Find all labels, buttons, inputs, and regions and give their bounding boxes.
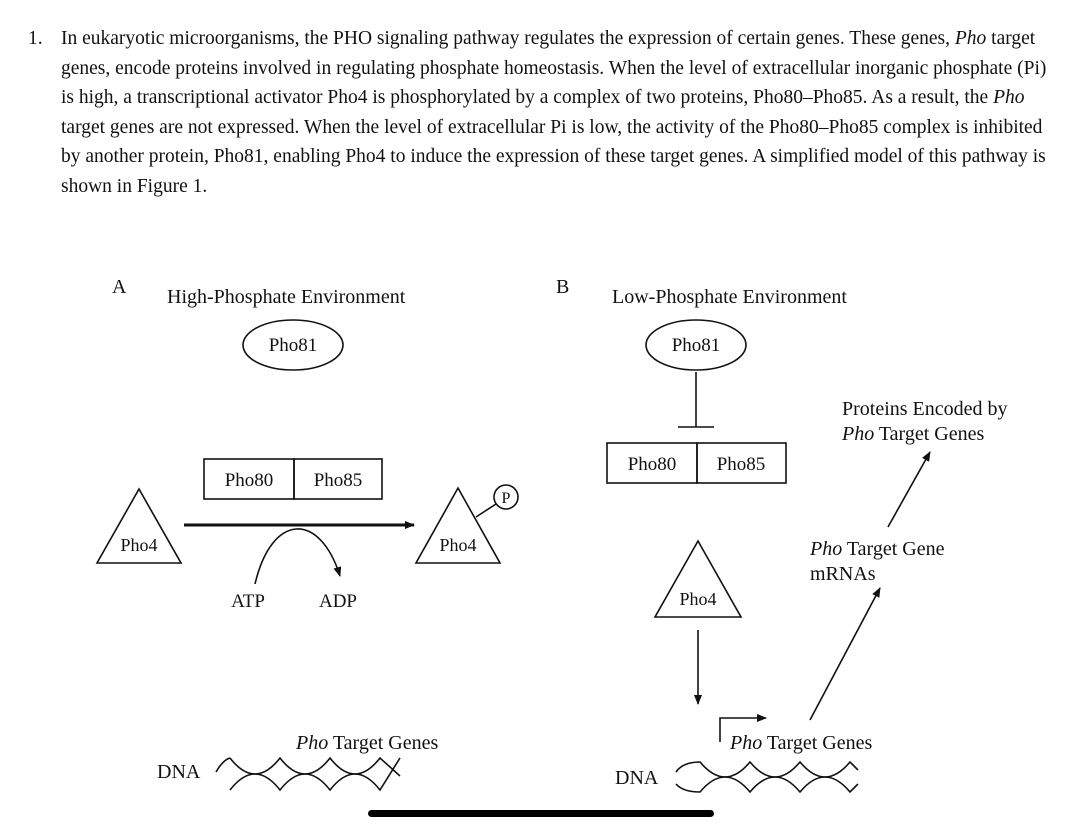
proteins-label-rest: Target Genes <box>874 423 984 445</box>
panel-b-title: Low-Phosphate Environment <box>612 286 847 308</box>
phosphate-circle <box>493 484 519 510</box>
genes-label-b-rest: Target Genes <box>762 732 872 754</box>
dna-strand-b-2 <box>675 776 859 794</box>
pho85-label-b: Pho85 <box>717 454 766 475</box>
pho81-ellipse-b <box>645 319 747 371</box>
genes-label-b: Pho Target Genes <box>729 732 872 754</box>
adp-label: ADP <box>319 591 357 612</box>
pho81-label-b: Pho81 <box>672 335 721 356</box>
dna-strand-b-1 <box>675 760 859 778</box>
panel-a: A High-Phosphate Environment Pho81 Pho80… <box>95 276 519 792</box>
proteins-label-italic: Pho <box>841 423 874 445</box>
pho80-label-a: Pho80 <box>225 470 274 491</box>
question-segment: In eukaryotic microorganisms, the PHO si… <box>61 28 955 49</box>
proteins-label-line1: Proteins Encoded by <box>842 398 1008 420</box>
dna-label-b: DNA <box>615 767 659 789</box>
mrna-label-line1: Pho Target Gene <box>809 538 945 560</box>
pho81-label-a: Pho81 <box>269 335 318 356</box>
pho4-triangle-right <box>414 486 502 564</box>
pho4-label-b: Pho4 <box>679 589 716 609</box>
atp-adp-curve <box>254 528 342 585</box>
mrna-label-italic: Pho <box>809 538 842 560</box>
pho85-label-a: Pho85 <box>314 470 363 491</box>
translation-arrow <box>887 451 931 528</box>
pho80-label-b: Pho80 <box>628 454 677 475</box>
phosphate-bond <box>475 503 497 518</box>
pho4-triangle-left <box>95 487 183 564</box>
home-indicator-bar[interactable] <box>368 810 714 817</box>
dna-label-a: DNA <box>157 761 201 783</box>
panel-b: B Low-Phosphate Environment Pho81 Pho80 … <box>556 276 1008 794</box>
pho4-label-right: Pho4 <box>439 535 476 555</box>
panel-a-letter: A <box>112 276 127 298</box>
pho81-ellipse-a <box>242 319 344 371</box>
mrna-label-rest: Target Gene <box>842 538 944 560</box>
mrna-label-line2: mRNAs <box>810 563 876 585</box>
phosphate-label: P <box>502 490 511 507</box>
question-segment-italic: Pho <box>993 87 1025 109</box>
dna-strand-a-2 <box>215 757 401 792</box>
genes-label-a-italic: Pho <box>295 732 328 754</box>
genes-label-b-italic: Pho <box>729 732 762 754</box>
genes-label-a: Pho Target Genes <box>295 732 438 754</box>
pho4-label-left: Pho4 <box>120 535 157 555</box>
panel-a-title: High-Phosphate Environment <box>167 286 406 308</box>
atp-label: ATP <box>231 591 265 612</box>
transcription-arrow <box>809 587 881 721</box>
panel-b-letter: B <box>556 276 569 298</box>
transcription-start-arrow <box>719 714 767 742</box>
question-body: In eukaryotic microorganisms, the PHO si… <box>61 24 1058 202</box>
question-segment: target genes, encode proteins involved i… <box>61 28 1047 109</box>
question-text: 1. In eukaryotic microorganisms, the PHO… <box>28 24 1058 202</box>
pho85-box-b <box>696 442 787 484</box>
question-number: 1. <box>28 28 43 49</box>
question-segment-italic: Pho <box>954 28 987 49</box>
pho85-box-a <box>293 458 383 500</box>
question-segment: target genes are not expressed. When the… <box>61 116 1046 197</box>
genes-label-a-rest: Target Genes <box>328 732 438 754</box>
proteins-label-line2: Pho Target Genes <box>841 423 984 445</box>
pho4-triangle-b <box>653 539 743 618</box>
